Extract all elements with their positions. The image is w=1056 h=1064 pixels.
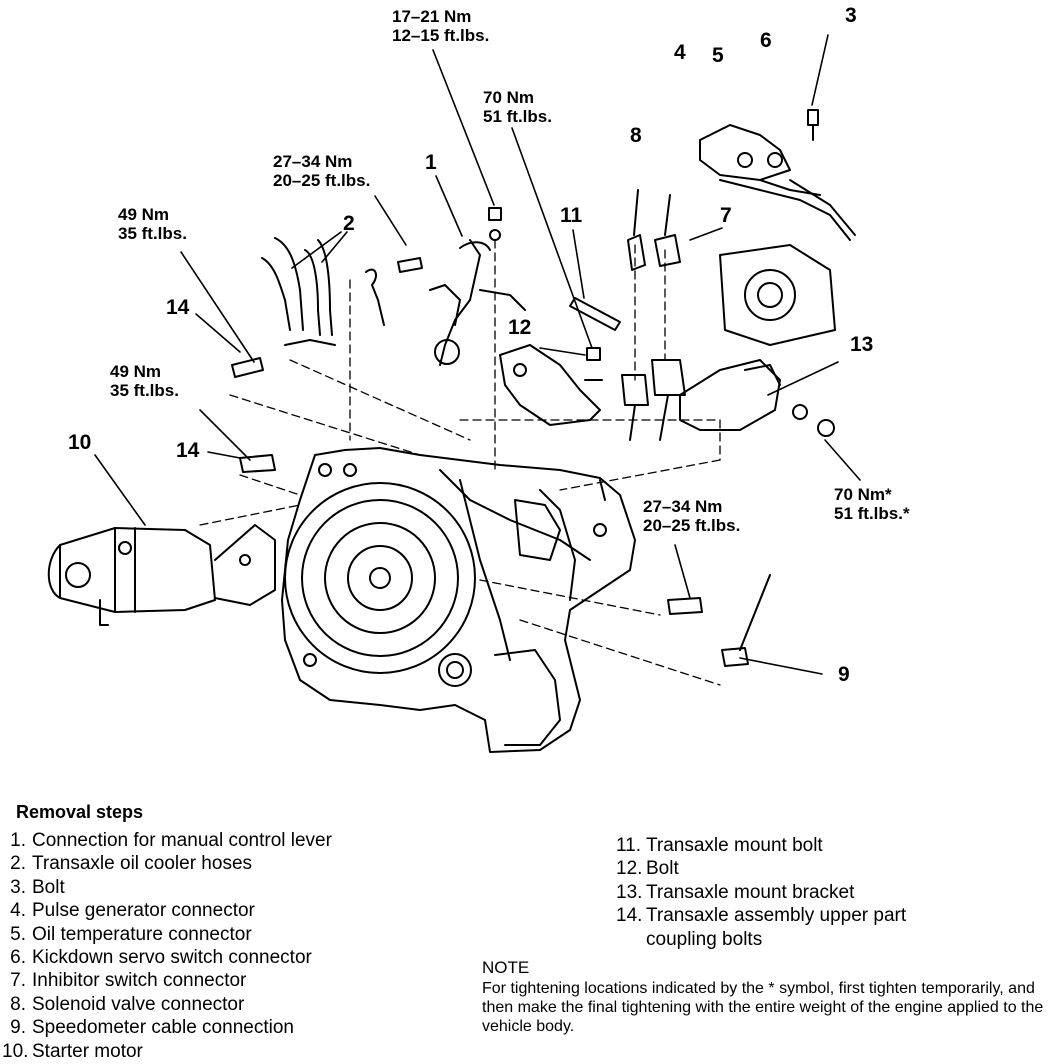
removal-step-text: Starter motor	[32, 1040, 143, 1062]
removal-step-number: 7.	[10, 970, 26, 992]
removal-step-number: 10.	[2, 1040, 29, 1062]
removal-step-number: 12.	[616, 858, 643, 880]
callout-12: 12	[508, 316, 532, 339]
removal-step-text: Transaxle oil cooler hoses	[32, 853, 253, 875]
removal-step-text: Oil temperature connector	[32, 923, 252, 945]
removal-step-number: 8.	[10, 993, 26, 1015]
callout-5: 5	[712, 44, 724, 67]
torque-label-35-ftlbs-lower: 35 ft.lbs.	[110, 381, 179, 400]
removal-step-text: Transaxle mount bracket	[646, 881, 855, 903]
removal-step: 8. Solenoid valve connector	[2, 993, 332, 1016]
torque-label-17-21-nm: 17–21 Nm	[392, 7, 472, 26]
note-block: NOTE For tightening locations indicated …	[482, 958, 1052, 1036]
torque-label-51-ftlbs-star: 51 ft.lbs.*	[834, 504, 910, 523]
removal-step-number: 9.	[10, 1017, 26, 1039]
removal-step-text: Transaxle mount bolt	[646, 835, 823, 856]
removal-step: 3. Bolt	[2, 876, 332, 899]
torque-label-20-25-ftlbs-lower: 20–25 ft.lbs.	[643, 516, 741, 535]
removal-step: 4. Pulse generator connector	[2, 899, 332, 922]
removal-steps-list-left: 1. Connection for manual control lever 2. T…	[2, 829, 332, 1063]
removal-step-text: coupling bolts	[646, 928, 763, 950]
removal-step: coupling bolts	[616, 928, 906, 951]
removal-step-text: Transaxle assembly upper part	[646, 905, 907, 927]
removal-step-text: Solenoid valve connector	[32, 993, 245, 1015]
removal-step-number: 6.	[10, 947, 26, 969]
note-title: NOTE	[482, 958, 530, 977]
removal-step: 5. Oil temperature connector	[2, 923, 332, 946]
removal-step: 10.Starter motor	[2, 1040, 332, 1063]
callout-4: 4	[674, 41, 686, 64]
callout-14-upper: 14	[166, 296, 190, 319]
removal-step-number: 1.	[10, 830, 26, 851]
removal-steps-title: Removal steps	[16, 802, 144, 822]
callout-3: 3	[845, 4, 857, 27]
torque-label-49-nm-upper: 49 Nm	[118, 205, 170, 224]
torque-label-35-ftlbs-upper: 35 ft.lbs.	[118, 224, 187, 243]
removal-step-text: Connection for manual control lever	[32, 830, 332, 851]
callout-10: 10	[68, 431, 92, 454]
removal-step-number: 2.	[10, 853, 26, 875]
torque-label-12-15-ftlbs: 12–15 ft.lbs.	[392, 26, 490, 45]
note-text: For tightening locations indicated by th…	[482, 980, 1044, 1035]
removal-step-number: 3.	[10, 876, 26, 898]
callout-13: 13	[850, 333, 874, 356]
callout-14-lower: 14	[176, 439, 200, 462]
removal-step-text: Kickdown servo switch connector	[32, 947, 312, 969]
removal-step-text: Bolt	[646, 858, 679, 880]
removal-step-text: Speedometer cable connection	[32, 1017, 294, 1039]
removal-step: 6. Kickdown servo switch connector	[2, 946, 332, 969]
transaxle-exploded-diagram	[47, 34, 861, 753]
removal-step-number: 11.	[616, 835, 642, 856]
removal-step: 2. Transaxle oil cooler hoses	[2, 852, 332, 875]
removal-step-number: 5.	[10, 923, 26, 945]
removal-step: 1. Connection for manual control lever	[2, 829, 332, 852]
removal-step-number: 13.	[616, 881, 643, 903]
removal-step-text: Inhibitor switch connector	[32, 970, 247, 992]
torque-label-49-nm-lower: 49 Nm	[110, 362, 162, 381]
removal-step: 7. Inhibitor switch connector	[2, 969, 332, 992]
torque-label-51-ftlbs: 51 ft.lbs.	[483, 107, 552, 126]
removal-step-number: 14.	[616, 905, 643, 927]
callout-1: 1	[425, 151, 437, 174]
removal-step: 9. Speedometer cable connection	[2, 1016, 332, 1039]
torque-label-70-nm-star: 70 Nm*	[834, 485, 892, 504]
callout-6: 6	[760, 29, 772, 52]
removal-step-text: Bolt	[32, 876, 65, 898]
callout-8: 8	[630, 124, 642, 147]
torque-label-27-34-nm-upper: 27–34 Nm	[273, 152, 353, 171]
removal-step-text: Pulse generator connector	[32, 900, 255, 922]
removal-step: 14.Transaxle assembly upper part	[616, 904, 906, 927]
removal-step: 11.Transaxle mount bolt	[616, 834, 906, 857]
callout-9: 9	[838, 663, 850, 686]
torque-label-20-25-ftlbs-upper: 20–25 ft.lbs.	[273, 171, 371, 190]
torque-label-70-nm: 70 Nm	[483, 88, 535, 107]
removal-step-number: 4.	[10, 900, 26, 922]
callout-2: 2	[343, 212, 355, 235]
callout-7: 7	[720, 204, 732, 227]
callout-11: 11	[560, 204, 583, 227]
removal-step: 12.Bolt	[616, 857, 906, 880]
torque-label-27-34-nm-lower: 27–34 Nm	[643, 497, 723, 516]
removal-step: 13.Transaxle mount bracket	[616, 881, 906, 904]
